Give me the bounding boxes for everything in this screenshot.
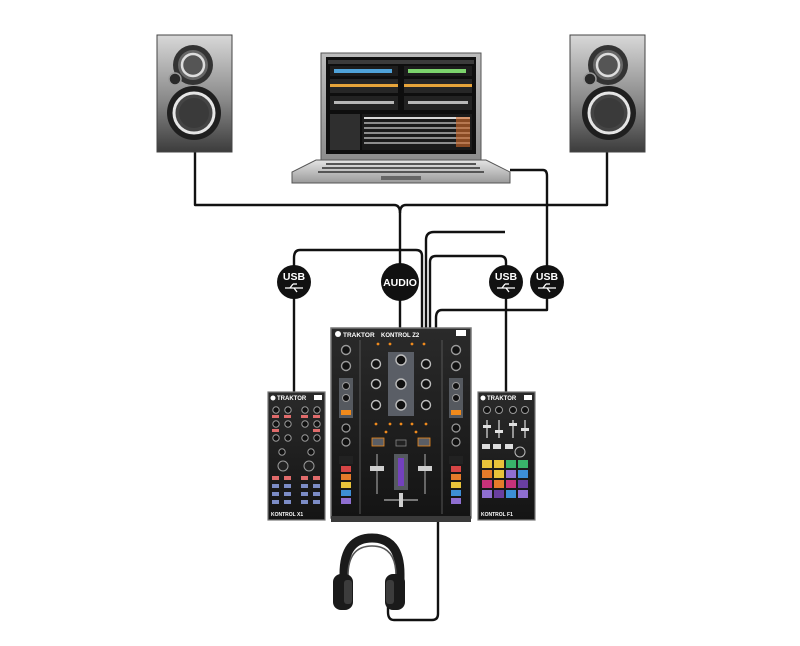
laptop-trackpad [381, 176, 421, 180]
x1-button-grid [272, 476, 320, 504]
f1-pad-grid [482, 460, 528, 498]
right-speaker [569, 34, 646, 153]
f1-model: KONTROL F1 [481, 512, 513, 518]
cables [193, 152, 609, 622]
usb-trident-icon [497, 283, 515, 293]
mixer-logo-icon [335, 331, 341, 337]
laptop-keyboard [318, 163, 484, 173]
usb-label: USB [283, 271, 306, 283]
mixer: TRAKTOR KONTROL Z2 [330, 327, 472, 522]
cable-headphones [386, 522, 440, 622]
mixer-right-color-buttons [449, 456, 463, 504]
right-controller: TRAKTOR KONTROL F1 [477, 391, 536, 521]
cable-hub-top-right [428, 254, 508, 330]
cable-usb-mixer-right [434, 282, 549, 330]
headphones [333, 533, 405, 610]
x1-brand: TRAKTOR [277, 396, 307, 402]
cable-laptop-usb [510, 168, 549, 282]
cable-laptop-to-hub [424, 230, 505, 330]
left-speaker [156, 34, 233, 153]
usb-badge-left: USB [277, 265, 311, 299]
cable-right-speaker [398, 152, 609, 214]
x1-model: KONTROL X1 [271, 512, 303, 518]
usb-trident-icon [285, 283, 303, 293]
left-controller: TRAKTOR KONTROL X1 [267, 391, 326, 521]
mixer-model: KONTROL Z2 [381, 333, 420, 339]
usb-badge-right: USB [530, 265, 564, 299]
cable-hub-top [292, 248, 424, 330]
mixer-brand: TRAKTOR [343, 332, 375, 339]
usb-badge-center-right: USB [489, 265, 523, 299]
audio-label: AUDIO [383, 277, 417, 289]
f1-brand: TRAKTOR [487, 396, 517, 402]
laptop [291, 52, 511, 184]
mixer-left-color-buttons [339, 456, 353, 504]
usb-label: USB [495, 271, 518, 283]
usb-label: USB [536, 271, 559, 283]
usb-trident-icon [538, 283, 556, 293]
audio-badge: AUDIO [381, 263, 419, 301]
